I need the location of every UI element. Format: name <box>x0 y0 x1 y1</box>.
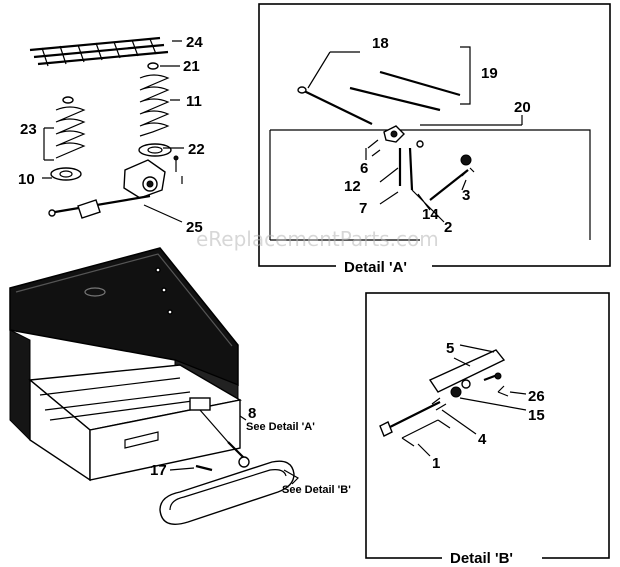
callout-7: 7 <box>359 200 367 217</box>
callout-15: 15 <box>528 407 545 424</box>
callout-17: 17 <box>150 462 167 479</box>
callout-5: 5 <box>446 340 454 357</box>
detail-a-panel: 18 19 20 6 12 7 3 14 2 Detail 'A' <box>258 3 611 276</box>
callout-8: 8 <box>248 405 256 422</box>
callout-10: 10 <box>18 171 35 188</box>
detail-b-caption: Detail 'B' <box>450 550 513 567</box>
callout-21: 21 <box>183 58 200 75</box>
see-detail-a-ref: See Detail 'A' <box>246 421 315 433</box>
grate-and-burner-assembly: 24 21 11 23 22 10 25 <box>18 34 205 236</box>
burner-manifold <box>48 155 183 219</box>
callout-3: 3 <box>462 187 470 204</box>
callout-4: 4 <box>478 431 487 448</box>
callout-26: 26 <box>528 388 545 405</box>
callout-22: 22 <box>188 141 205 158</box>
callout-12: 12 <box>344 178 361 195</box>
callout-14: 14 <box>422 206 439 223</box>
detail-b-panel: 5 26 15 4 1 Detail 'B' <box>365 292 610 567</box>
detail-a-caption: Detail 'A' <box>344 259 407 276</box>
callout-18: 18 <box>372 35 389 52</box>
callout-25: 25 <box>186 219 203 236</box>
callout-20: 20 <box>514 99 531 116</box>
callout-19: 19 <box>481 65 498 82</box>
left-burner-spring <box>50 96 86 181</box>
callout-6: 6 <box>360 160 368 177</box>
callout-23: 23 <box>20 121 37 138</box>
fuel-tank: 8 See Detail 'A' 17 See Detail 'B' <box>150 405 351 525</box>
callout-24: 24 <box>186 34 203 51</box>
callout-11: 11 <box>186 93 202 110</box>
callout-2: 2 <box>444 219 452 236</box>
detail-b-frame <box>365 292 610 559</box>
see-detail-b-ref: See Detail 'B' <box>282 484 351 496</box>
detail-a-frame <box>258 3 611 267</box>
grate <box>29 36 169 67</box>
right-burner-spring <box>138 62 172 157</box>
stove-body <box>9 247 242 482</box>
watermark: eReplacementParts.com <box>196 227 439 251</box>
callout-1: 1 <box>432 455 440 472</box>
